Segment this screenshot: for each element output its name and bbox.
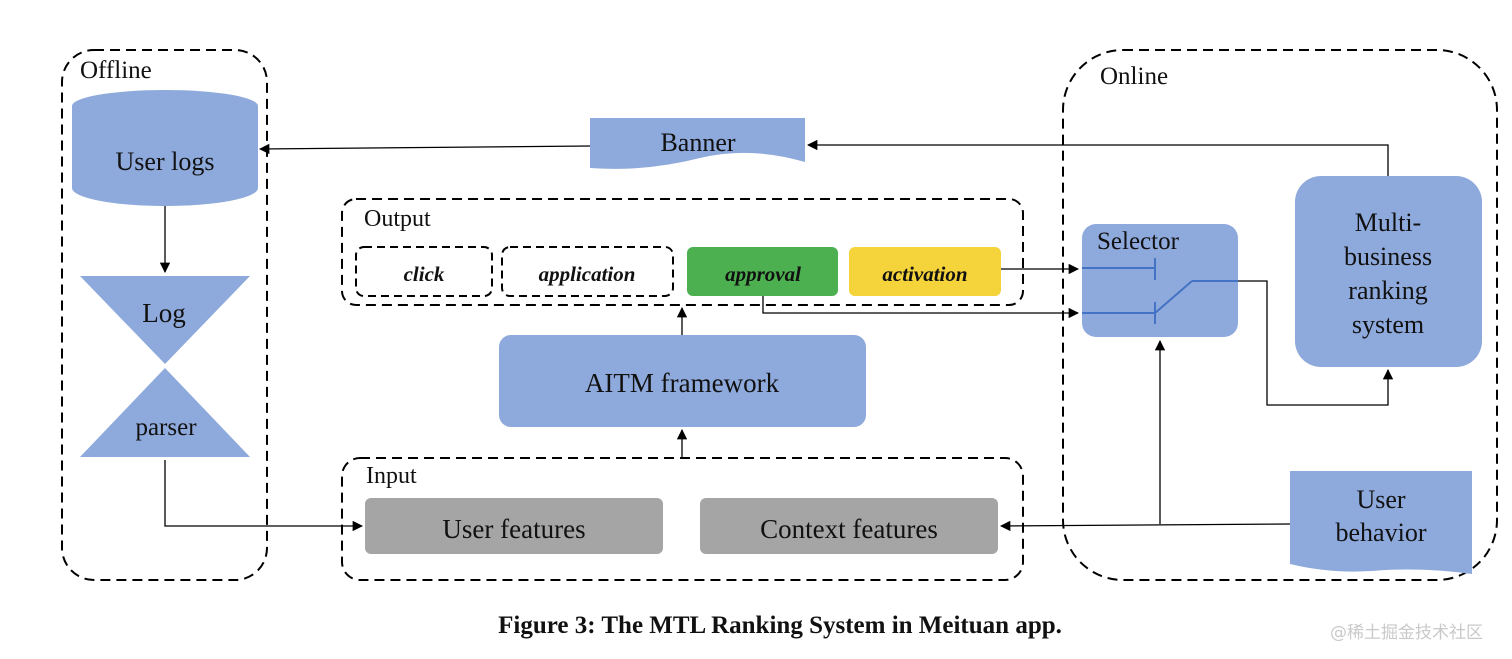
approval-box xyxy=(687,247,838,296)
selector-box xyxy=(1082,224,1238,337)
click-label: click xyxy=(404,262,445,286)
multi-business-line-4: system xyxy=(1352,310,1424,339)
aitm-box xyxy=(499,335,866,427)
application-box xyxy=(501,246,674,297)
log-triangle xyxy=(80,276,250,364)
arrow-parser-to-user-features xyxy=(164,460,364,532)
user-behavior-line-1: User xyxy=(1356,485,1405,514)
user-behavior-line-2: behavior xyxy=(1336,518,1427,547)
user-logs-cylinder xyxy=(72,90,258,206)
multi-business-box xyxy=(1295,176,1482,367)
aitm-label: AITM framework xyxy=(585,368,780,398)
multi-business-line-1: Multi- xyxy=(1355,208,1421,237)
user-features-box xyxy=(365,498,663,554)
offline-group xyxy=(61,49,268,581)
context-features-box xyxy=(700,498,998,554)
watermark: @稀土掘金技术社区 xyxy=(1330,623,1483,643)
connectors xyxy=(159,139,1394,532)
banner-shape xyxy=(590,118,805,169)
user-features-label: User features xyxy=(442,514,585,544)
offline-label: Offline xyxy=(80,57,152,84)
click-box xyxy=(355,246,493,297)
arrow-user-behavior-to-context-features xyxy=(999,520,1291,532)
input-label: Input xyxy=(366,463,417,489)
output-label: Output xyxy=(364,206,431,232)
banner-label: Banner xyxy=(660,128,735,157)
arrow-multi-business-to-banner xyxy=(806,139,1389,176)
multi-business-line-2: business xyxy=(1344,242,1432,271)
arrow-banner-to-user-logs xyxy=(258,143,591,155)
activation-label: activation xyxy=(882,262,967,286)
online-label: Online xyxy=(1100,63,1168,90)
application-label: application xyxy=(539,262,636,286)
selector-label: Selector xyxy=(1097,228,1180,255)
selector-switch xyxy=(1082,258,1238,324)
approval-label: approval xyxy=(725,262,801,286)
context-features-label: Context features xyxy=(760,514,938,544)
multi-business-line-3: ranking xyxy=(1348,276,1427,305)
log-label: Log xyxy=(142,298,186,328)
activation-box xyxy=(849,247,1001,296)
arrow-approval-to-selector xyxy=(762,296,1080,319)
parser-triangle xyxy=(80,368,250,457)
parser-label: parser xyxy=(135,414,197,441)
arrow-selector-to-multi-business xyxy=(1238,280,1394,406)
figure-caption: Figure 3: The MTL Ranking System in Meit… xyxy=(498,612,1062,639)
user-behavior-shape xyxy=(1290,471,1472,574)
online-group xyxy=(1062,49,1498,581)
user-logs-label: User logs xyxy=(116,147,215,176)
output-group xyxy=(341,198,1024,306)
